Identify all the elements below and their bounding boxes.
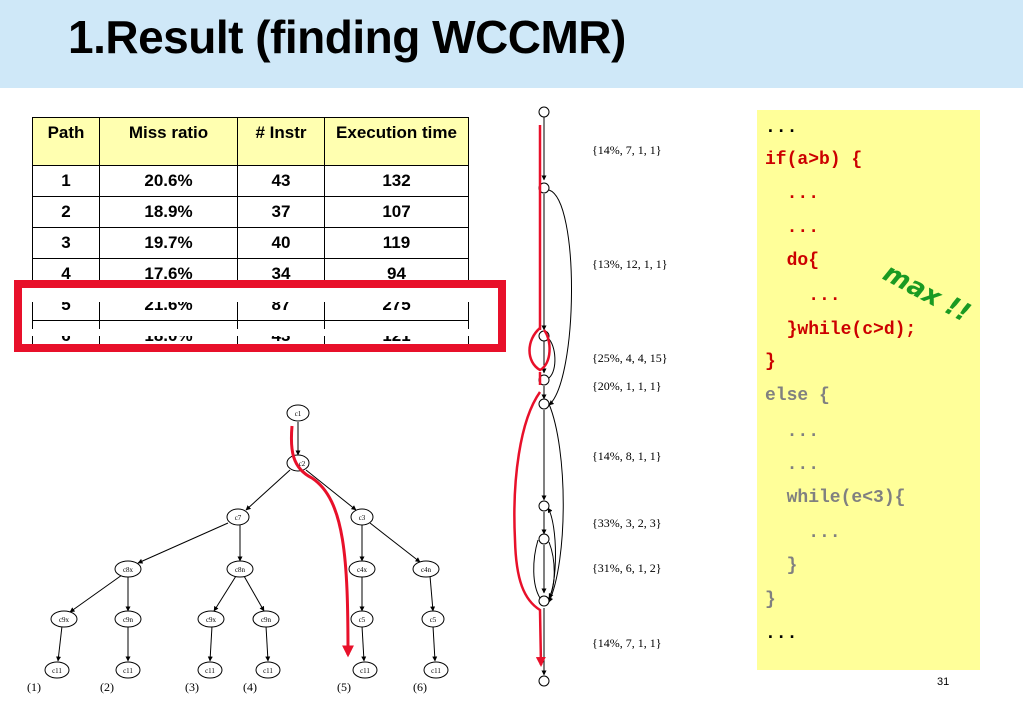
column-header-instr: # Instr xyxy=(237,117,325,166)
cfg-label-3: {25%, 4, 4, 15} xyxy=(592,351,668,365)
cell-execution-time: 132 xyxy=(324,165,469,197)
code-line: } xyxy=(765,556,798,576)
tree-leaf-c11: c11 xyxy=(360,667,370,675)
code-line: if(a>b) { xyxy=(765,150,863,170)
tree-node-c3: c3 xyxy=(359,514,366,522)
cell-path: 2 xyxy=(32,196,100,228)
path-label-3: (3) xyxy=(185,680,199,694)
cell-path: 3 xyxy=(32,227,100,259)
slide-title: 1.Result (finding WCCMR) xyxy=(68,11,626,63)
highlight-frame-row-5 xyxy=(14,280,506,352)
cell-miss-ratio: 20.6% xyxy=(99,165,238,197)
cell-instr: 43 xyxy=(237,165,325,197)
code-line: ... xyxy=(765,184,820,204)
code-line: } xyxy=(765,352,776,372)
cell-execution-time: 119 xyxy=(324,227,469,259)
code-line: }while(c>d); xyxy=(765,320,917,340)
cell-execution-time: 107 xyxy=(324,196,469,228)
tree-node-c4n: c4n xyxy=(421,566,432,574)
path-label-2: (2) xyxy=(100,680,114,694)
cfg-label-8: {14%, 7, 1, 1} xyxy=(592,636,662,650)
cell-path: 1 xyxy=(32,165,100,197)
code-line: ... xyxy=(765,286,841,306)
worst-case-path-line xyxy=(289,425,354,658)
code-line: else { xyxy=(765,386,830,406)
table-row: 2 18.9% 37 107 xyxy=(32,196,469,228)
title-bar: 1.Result (finding WCCMR) xyxy=(0,0,1023,88)
code-line: ... xyxy=(765,455,820,475)
code-line: ... xyxy=(765,523,841,543)
control-flow-graph: {14%, 7, 1, 1} {13%, 12, 1, 1} {25%, 4, … xyxy=(513,106,668,687)
tree-node-c2: c2 xyxy=(299,460,306,468)
cfg-label-4: {20%, 1, 1, 1} xyxy=(592,379,662,393)
cell-miss-ratio: 19.7% xyxy=(99,227,238,259)
frame-mask xyxy=(22,329,490,336)
code-line: do{ xyxy=(765,251,820,271)
cell-miss-ratio: 18.9% xyxy=(99,196,238,228)
path-label-1: (1) xyxy=(27,680,41,694)
code-line: ... xyxy=(765,624,798,644)
code-panel: ... if(a>b) { ... ... do{ ... }while(c>d… xyxy=(757,110,980,670)
table-row: 3 19.7% 40 119 xyxy=(32,227,469,259)
tree-leaf-c11: c11 xyxy=(52,667,62,675)
table-row: 1 20.6% 43 132 xyxy=(32,165,469,197)
cfg-label-1: {14%, 7, 1, 1} xyxy=(592,143,662,157)
code-line: ... xyxy=(765,218,820,238)
cell-instr: 40 xyxy=(237,227,325,259)
tree-leaf-c11: c11 xyxy=(263,667,273,675)
tree-leaf-c11: c11 xyxy=(431,667,441,675)
tree-node-c9x: c9x xyxy=(59,616,70,624)
code-line: ... xyxy=(765,422,820,442)
tree-node-c9x: c9x xyxy=(206,616,217,624)
tree-node-c9n: c9n xyxy=(123,616,134,624)
table-header-row: Path Miss ratio # Instr Execution time xyxy=(32,117,469,166)
frame-mask xyxy=(22,288,490,302)
cfg-label-5: {14%, 8, 1, 1} xyxy=(592,449,662,463)
tree-node-c9n: c9n xyxy=(261,616,272,624)
tree-node-c5: c5 xyxy=(359,616,366,624)
tree-node-c5: c5 xyxy=(430,616,437,624)
tree-node-c7: c7 xyxy=(235,514,242,522)
path-label-5: (5) xyxy=(337,680,351,694)
code-line: } xyxy=(765,590,776,610)
path-label-4: (4) xyxy=(243,680,257,694)
tree-node-c8x: c8x xyxy=(123,566,134,574)
cfg-label-2: {13%, 12, 1, 1} xyxy=(592,257,668,271)
path-tree-diagram: c1 c2 c7 c3 c8x c8n c4x c4n c9x c9n c9x … xyxy=(27,404,449,694)
cfg-label-7: {31%, 6, 1, 2} xyxy=(592,561,662,575)
tree-node-c8n: c8n xyxy=(235,566,246,574)
code-line: ... xyxy=(765,118,798,138)
page-number: 31 xyxy=(937,676,950,688)
tree-leaf-c11: c11 xyxy=(205,667,215,675)
cell-instr: 37 xyxy=(237,196,325,228)
path-label-6: (6) xyxy=(413,680,427,694)
tree-leaf-c11: c11 xyxy=(123,667,133,675)
column-header-path: Path xyxy=(32,117,100,166)
column-header-execution-time: Execution time xyxy=(324,117,469,166)
tree-node-c4x: c4x xyxy=(357,566,368,574)
column-header-miss-ratio: Miss ratio xyxy=(99,117,238,166)
code-line: while(e<3){ xyxy=(765,488,906,508)
cfg-label-6: {33%, 3, 2, 3} xyxy=(592,516,662,530)
tree-node-c1: c1 xyxy=(295,410,302,418)
